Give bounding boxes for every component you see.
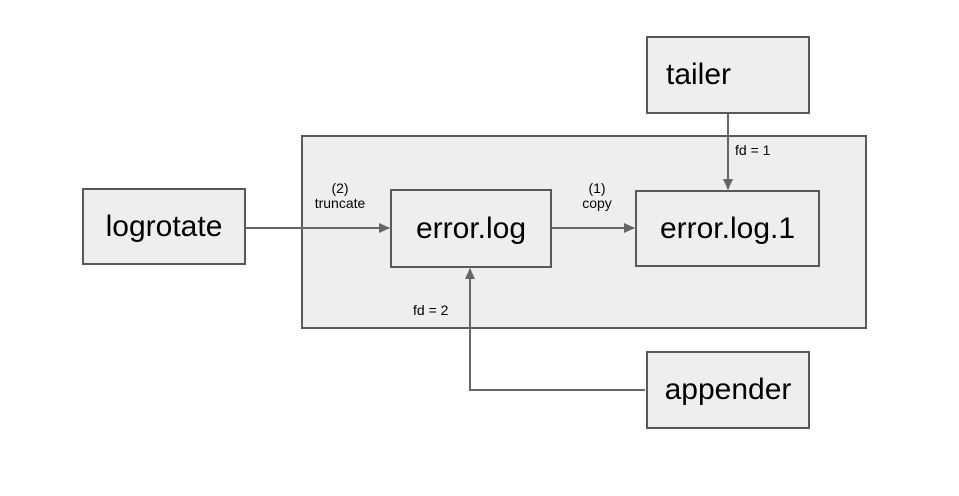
node-error-log: error.log (390, 189, 552, 268)
edge-label-fd2: fd = 2 (413, 302, 449, 318)
node-logrotate: logrotate (82, 188, 246, 265)
edge-truncate-action: truncate (314, 195, 366, 211)
edge-label-truncate: (2) truncate (290, 181, 390, 211)
node-error-log-1: error.log.1 (635, 190, 820, 267)
node-appender-label: appender (664, 373, 792, 406)
edge-label-fd1: fd = 1 (735, 142, 771, 158)
edge-copy-step-number: (1) (588, 180, 606, 196)
node-logrotate-label: logrotate (105, 209, 223, 243)
node-error-log-1-label: error.log.1 (659, 211, 796, 245)
node-tailer: tailer (646, 36, 810, 114)
node-tailer-label: tailer (666, 58, 732, 91)
node-appender: appender (646, 351, 810, 429)
node-error-log-label: error.log (415, 211, 527, 245)
edge-copy-action: copy (582, 195, 612, 211)
edge-truncate-step-number: (2) (331, 180, 349, 196)
edge-label-copy: (1) copy (547, 181, 647, 211)
